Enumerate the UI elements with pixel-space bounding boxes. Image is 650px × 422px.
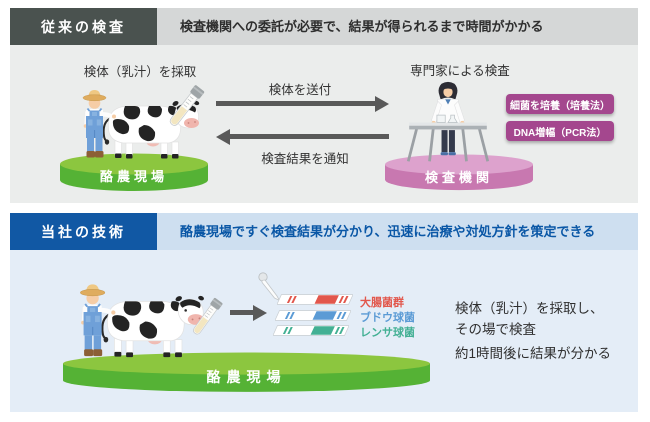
note-line-1: 検体（乳汁）を採取し、 [455, 301, 604, 316]
send-arrow-icon [216, 95, 389, 112]
scientist-illustration [406, 80, 490, 163]
method-badge-culture: 細菌を培養（培養法） [506, 94, 614, 114]
note-line-2: その場で検査 [455, 322, 536, 337]
farm-platform-1-label: 酪農現場 [99, 169, 168, 184]
strip-label-strep: レンサ球菌 [360, 327, 415, 339]
notify-result-label: 検査結果を通知 [261, 152, 349, 166]
note-line-3: 約1時間後に結果が分かる [455, 346, 612, 361]
send-sample-label: 検体を送付 [268, 83, 332, 97]
expert-test-caption: 専門家による検査 [410, 64, 510, 78]
collect-sample-caption: 検体（乳汁）を採取 [83, 65, 197, 79]
company-tag: 当社の技術 [10, 213, 157, 250]
traditional-tag: 従来の検査 [10, 8, 157, 45]
test-strip-coliform [277, 294, 353, 305]
lab-platform-label: 検査機関 [424, 170, 493, 185]
onsite-arrow-icon [230, 304, 267, 321]
notify-arrow-icon [216, 128, 389, 145]
test-strip-staph [275, 310, 351, 321]
company-headline: 酪農現場ですぐ検査結果が分かり、迅速に治療や対処方針を策定できる [180, 224, 596, 239]
farm-platform-2-label: 酪農現場 [206, 369, 287, 385]
strip-label-staph: ブドウ球菌 [360, 312, 415, 324]
test-strip-strep [273, 325, 349, 336]
strip-label-coliform: 大腸菌群 [360, 297, 404, 309]
traditional-headline: 検査機関への委託が必要で、結果が得られるまで時間がかかる [180, 19, 544, 34]
method-badge-pcr: DNA増幅（PCR法） [506, 121, 614, 141]
